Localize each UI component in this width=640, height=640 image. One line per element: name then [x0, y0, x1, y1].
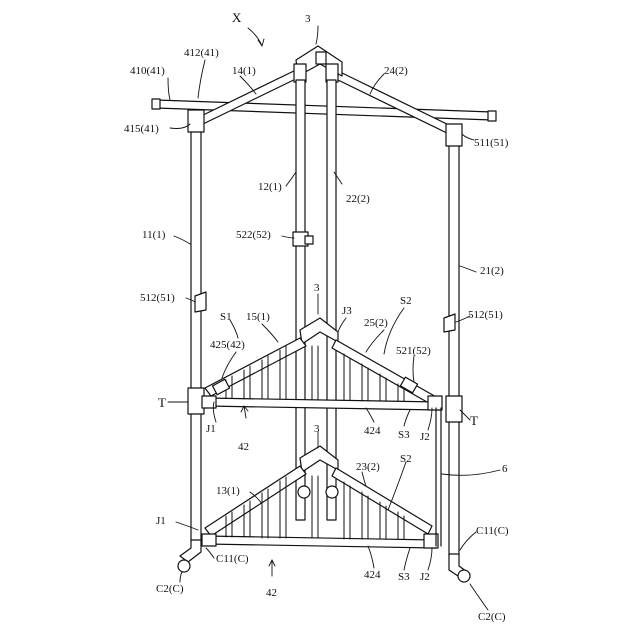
right-pole — [444, 124, 462, 556]
label-top-connector: 3 — [305, 14, 311, 25]
label-j2-low: J2 — [420, 572, 430, 583]
label-22: 22(2) — [346, 194, 370, 205]
label-415: 415(41) — [124, 124, 159, 135]
label-522: 522(52) — [236, 230, 271, 241]
label-410: 410(41) — [130, 66, 165, 77]
label-t-left: T — [158, 396, 166, 409]
label-c2-left: C2(C) — [156, 584, 184, 595]
label-14: 14(1) — [232, 66, 256, 77]
label-521: 521(52) — [396, 346, 431, 357]
label-512-right: 512(51) — [468, 310, 503, 321]
label-c2-right: C2(C) — [478, 612, 506, 623]
side-panel — [436, 408, 441, 546]
label-t-right: T — [470, 414, 478, 427]
label-24: 24(2) — [384, 66, 408, 77]
label-low-connector: 3 — [314, 424, 320, 435]
label-j2-top: J2 — [420, 432, 430, 443]
left-pole — [188, 110, 206, 542]
label-j1-low: J1 — [156, 516, 166, 527]
upper-shelf — [202, 318, 442, 410]
label-21: 21(2) — [480, 266, 504, 277]
label-23: 23(2) — [356, 462, 380, 473]
label-425: 425(42) — [210, 340, 245, 351]
top-corner-connector — [294, 46, 342, 82]
label-15: 15(1) — [246, 312, 270, 323]
label-13: 13(1) — [216, 486, 240, 497]
label-j3: J3 — [342, 306, 352, 317]
label-j1-top: J1 — [206, 424, 216, 435]
label-x: X — [232, 11, 241, 24]
label-s3-low: S3 — [398, 572, 410, 583]
label-512-left: 512(51) — [140, 293, 175, 304]
label-s1: S1 — [220, 312, 232, 323]
label-42-top: 42 — [238, 442, 249, 453]
label-s2-top: S2 — [400, 296, 412, 307]
label-25: 25(2) — [364, 318, 388, 329]
label-c11-right: C11(C) — [476, 526, 509, 537]
label-42-low: 42 — [266, 588, 277, 599]
label-511: 511(51) — [474, 138, 508, 149]
label-11: 11(1) — [142, 230, 165, 241]
label-c11-left: C11(C) — [216, 554, 249, 565]
label-mid-connector: 3 — [314, 283, 320, 294]
label-12: 12(1) — [258, 182, 282, 193]
label-424-top: 424 — [364, 426, 381, 437]
label-412: 412(41) — [184, 48, 219, 59]
label-s3-top: S3 — [398, 430, 410, 441]
label-s2-low: S2 — [400, 454, 412, 465]
label-424-low: 424 — [364, 570, 381, 581]
label-6: 6 — [502, 464, 508, 475]
